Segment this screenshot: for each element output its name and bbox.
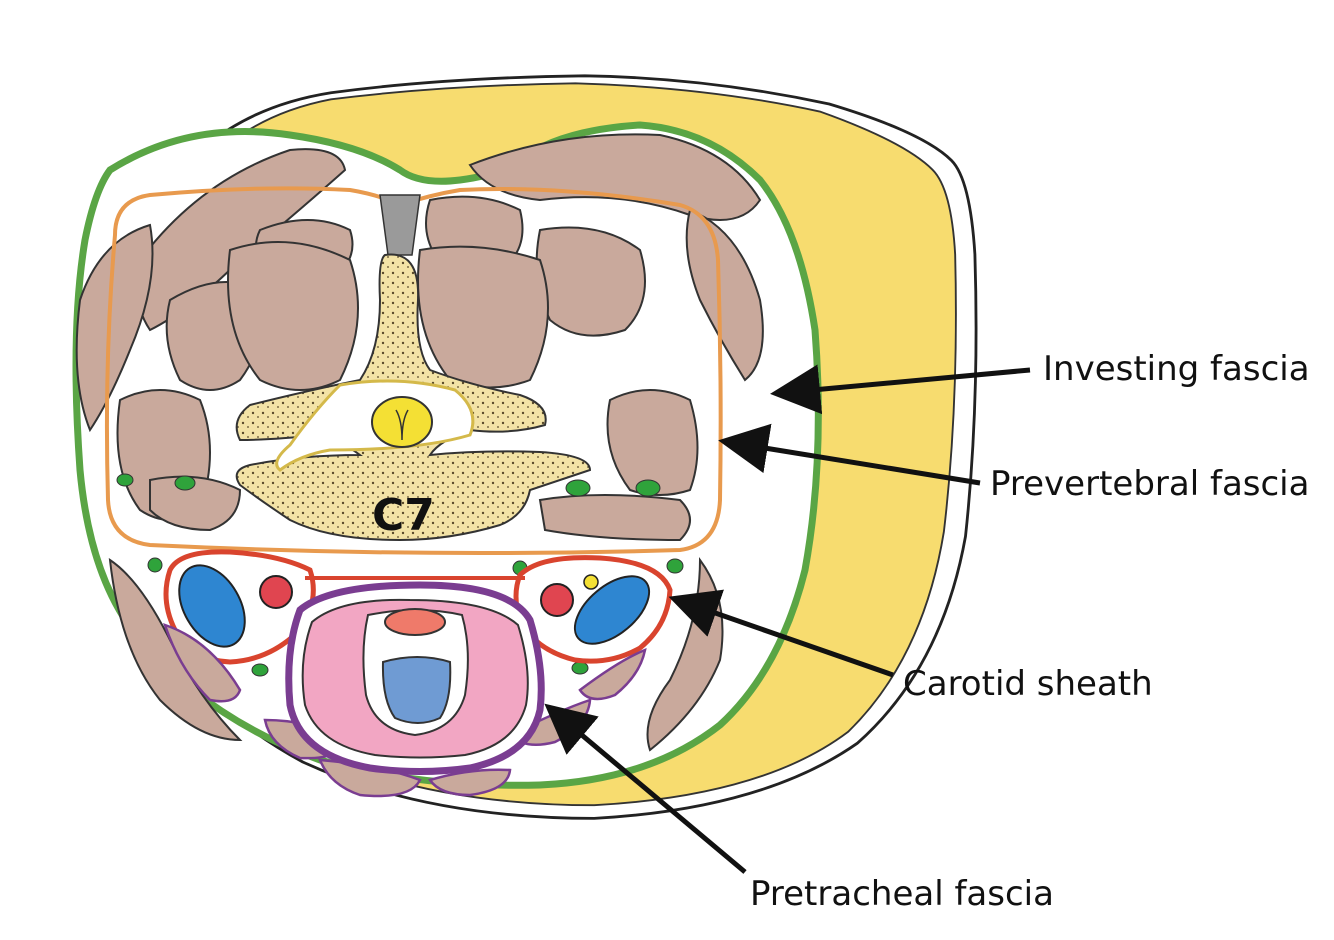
label-arrows <box>544 364 1031 874</box>
label-pretracheal-fascia: Pretracheal fascia <box>750 874 1054 914</box>
label-carotid-sheath: Carotid sheath <box>903 664 1153 704</box>
vertebra-c7: C7 <box>235 253 592 542</box>
pretracheal-arrow <box>544 703 747 874</box>
internal-jugular-vein-right <box>573 575 651 645</box>
prevertebral-arrow <box>718 423 981 486</box>
spinal-cord <box>371 396 433 448</box>
carotid-sheath-right <box>513 555 673 664</box>
muscle-group <box>75 133 764 752</box>
label-prevertebral-fascia: Prevertebral fascia <box>990 464 1309 504</box>
carotid-arrow <box>668 589 894 678</box>
ligamentum-nuchae <box>379 194 421 256</box>
prevertebral-fascia <box>104 186 723 556</box>
trachea-lumen <box>381 656 452 724</box>
esophagus <box>384 608 446 636</box>
carotid-artery-right <box>540 583 574 617</box>
internal-jugular-vein-left <box>178 564 246 648</box>
label-investing-fascia: Investing fascia <box>1043 349 1310 389</box>
carotid-artery-left <box>259 575 293 609</box>
vertebra-label: C7 <box>372 490 435 541</box>
investing-arrow <box>770 364 1031 415</box>
